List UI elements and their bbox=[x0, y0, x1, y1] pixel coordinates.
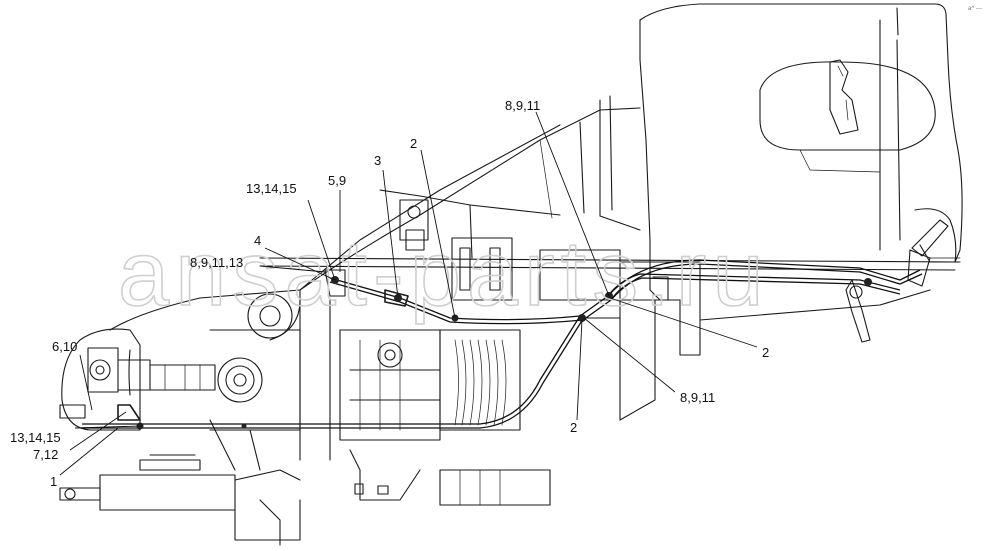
callout-8-9-11-right: 8,9,11 bbox=[680, 390, 715, 405]
watermark-text: ansat-parts.ru bbox=[118, 223, 770, 325]
frame-rails bbox=[259, 239, 961, 421]
control-cable-routing bbox=[82, 259, 923, 429]
clamp-mid bbox=[241, 423, 247, 429]
callout-6-10: 6,10 bbox=[52, 339, 77, 354]
callout-13-14-15-bottom: 13,14,15 bbox=[10, 430, 61, 445]
leader-lines bbox=[59, 111, 758, 476]
callout-8-9-11-top: 8,9,11 bbox=[505, 98, 540, 113]
cab-outline bbox=[639, 3, 963, 263]
clamp-8-9-11-lower bbox=[578, 314, 586, 322]
pulley-ribs bbox=[454, 339, 507, 426]
cable-lower bbox=[82, 315, 581, 425]
callout-8-9-11-13: 8,9,11,13 bbox=[190, 255, 243, 270]
callout-labels: 8,9,11 2 3 5,9 13,14,15 4 8,9,11,13 6,10… bbox=[10, 98, 769, 489]
engine-block bbox=[209, 199, 551, 506]
callout-4: 4 bbox=[254, 233, 261, 248]
front-drive-assembly bbox=[59, 328, 216, 471]
drawbar-hitch bbox=[59, 419, 301, 546]
lever-handle bbox=[911, 219, 949, 257]
corner-mark: a^ --- bbox=[968, 6, 982, 12]
callout-7-12: 7,12 bbox=[33, 447, 58, 462]
callout-2-top: 2 bbox=[410, 136, 417, 151]
callout-3: 3 bbox=[374, 153, 381, 168]
clamp-right bbox=[864, 278, 872, 286]
callout-2-right: 2 bbox=[762, 345, 769, 360]
callout-1: 1 bbox=[50, 474, 57, 489]
callout-5-9: 5,9 bbox=[328, 173, 346, 188]
bracket-7-12 bbox=[117, 404, 141, 421]
callout-2-bottom: 2 bbox=[570, 420, 577, 435]
callout-13-14-15-top: 13,14,15 bbox=[246, 181, 297, 196]
